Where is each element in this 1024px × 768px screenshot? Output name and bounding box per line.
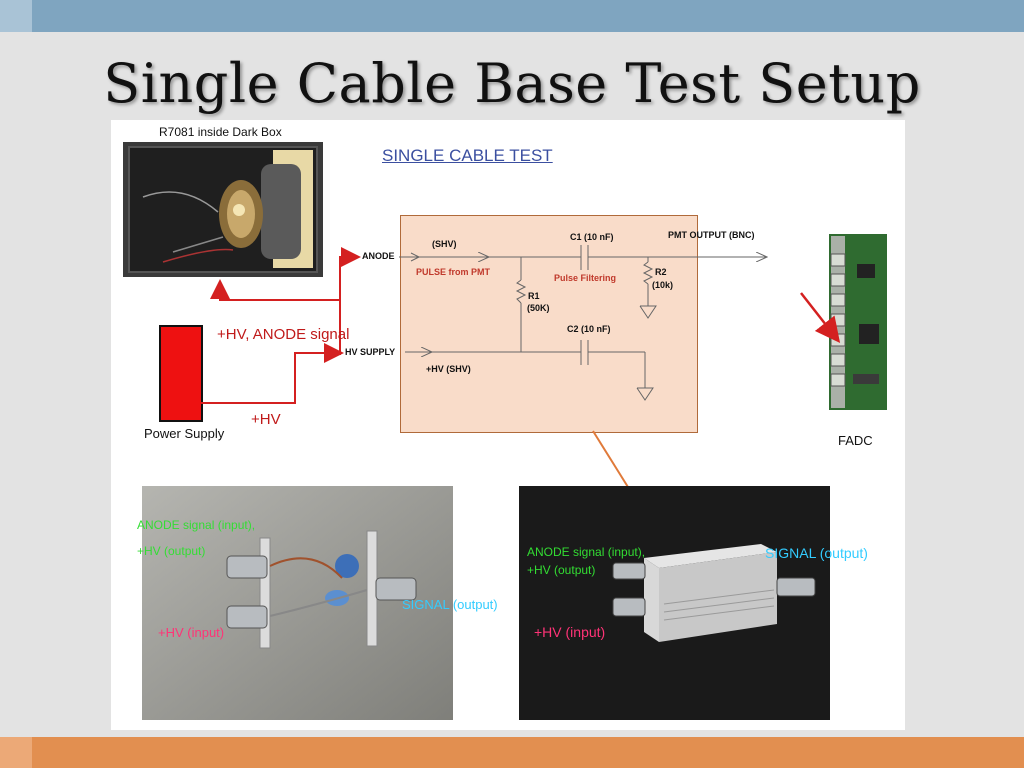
pmt-output-label: PMT OUTPUT (BNC) bbox=[668, 230, 755, 240]
circuit-schematic bbox=[201, 245, 841, 568]
hv-label: +HV bbox=[251, 411, 281, 428]
anode-label: ANODE bbox=[362, 251, 395, 261]
enclosure-hv-input-label: +HV (input) bbox=[534, 624, 606, 640]
dark-box-label: R7081 inside Dark Box bbox=[159, 125, 282, 139]
dark-box-photo bbox=[123, 142, 323, 277]
r1-label: R1 bbox=[528, 291, 540, 301]
fadc-arrow bbox=[800, 292, 841, 343]
prototype-anode-label-1: ANODE signal (input), bbox=[137, 518, 256, 532]
hv-anode-signal-label: +HV, ANODE signal bbox=[217, 326, 350, 343]
diagram-heading: SINGLE CABLE TEST bbox=[382, 146, 553, 165]
power-supply-label: Power Supply bbox=[144, 426, 225, 441]
r2-label: R2 bbox=[655, 267, 667, 277]
slide-title: Single Cable Base Test Setup bbox=[103, 52, 921, 115]
c2-label: C2 (10 nF) bbox=[567, 324, 611, 334]
hv-shv-label: +HV (SHV) bbox=[426, 364, 471, 374]
anode-wire bbox=[339, 247, 361, 300]
r2-value: (10k) bbox=[652, 280, 674, 290]
enclosure-anode-label-1: ANODE signal (input), bbox=[527, 545, 646, 559]
hv-wire bbox=[201, 343, 344, 404]
bottom-accent-bar bbox=[0, 737, 1024, 768]
prototype-anode-label-2: +HV (output) bbox=[137, 544, 206, 558]
c1-label: C1 (10 nF) bbox=[570, 232, 614, 242]
fadc-label: FADC bbox=[838, 433, 873, 448]
hv-supply-label: HV SUPPLY bbox=[345, 347, 396, 357]
enclosure-anode-label-2: +HV (output) bbox=[527, 563, 596, 577]
diagram-canvas: R7081 inside Dark Box SINGLE CABLE TEST … bbox=[111, 120, 905, 730]
prototype-photo bbox=[142, 486, 453, 720]
r1-value: (50K) bbox=[527, 303, 550, 313]
pulse-from-pmt-label: PULSE from PMT bbox=[416, 267, 491, 277]
enclosure-signal-label: SIGNAL (output) bbox=[765, 545, 868, 561]
circuit-box bbox=[400, 215, 698, 433]
top-accent-bar bbox=[0, 0, 1024, 32]
hv-anode-wire bbox=[210, 279, 341, 355]
power-supply-box bbox=[159, 325, 203, 422]
prototype-hv-input-label: +HV (input) bbox=[158, 625, 225, 640]
pulse-filtering-label: Pulse Filtering bbox=[554, 273, 617, 283]
prototype-signal-label: SIGNAL (output) bbox=[402, 597, 498, 612]
shv-label: (SHV) bbox=[432, 239, 457, 249]
enclosure-photo bbox=[519, 486, 830, 720]
